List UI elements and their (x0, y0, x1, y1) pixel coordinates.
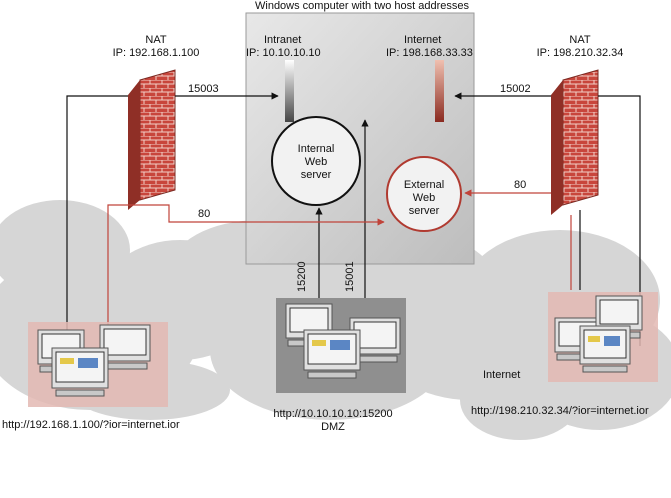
diagram-title: Windows computer with two host addresses (255, 0, 469, 12)
dmz-zone-label: DMZ (321, 421, 345, 433)
intranet-ip: IP: 10.10.10.10 (246, 47, 321, 59)
right-client-url: http://198.210.32.34/?ior=internet.ior (471, 405, 649, 417)
left-client-computers (37, 324, 151, 397)
black-links (66, 92, 641, 346)
dmz-client-computers (285, 303, 401, 379)
firewall-left (128, 69, 176, 210)
nat-right-ip: IP: 198.210.32.34 (536, 47, 624, 59)
external-server-line3: server (408, 205, 440, 217)
internal-server-line2: Web (304, 156, 328, 168)
internal-web-server (271, 116, 361, 206)
external-server-line2: Web (412, 192, 436, 204)
right-client-computers (554, 295, 643, 373)
internal-server-line1: Internal (297, 143, 335, 155)
nat-left-ip: IP: 192.168.1.100 (112, 47, 200, 59)
port-80-left: 80 (198, 208, 211, 220)
internet-ip: IP: 198.168.33.33 (386, 47, 473, 59)
dmz-client-url: http://10.10.10.10:15200 (273, 408, 393, 420)
intranet-label: Intranet (264, 34, 302, 46)
internal-server-line3: server (300, 169, 332, 181)
nat-left-label: NAT (145, 34, 167, 46)
nat-right-label: NAT (569, 34, 591, 46)
port-15001: 15001 (344, 261, 356, 292)
external-server-line1: External (403, 179, 445, 191)
red-links (107, 189, 572, 330)
left-client-url: http://192.168.1.100/?ior=internet.ior (2, 419, 180, 431)
intranet-interface-bar (285, 60, 294, 122)
internet-label: Internet (404, 34, 442, 46)
port-80-right: 80 (514, 179, 527, 191)
external-web-server (386, 156, 462, 232)
internet-interface-bar (435, 60, 444, 122)
port-15003: 15003 (188, 83, 219, 95)
port-15200: 15200 (296, 261, 308, 292)
firewall-right (551, 69, 599, 215)
internet-zone-label: Internet (483, 369, 521, 381)
port-15002: 15002 (500, 83, 531, 95)
